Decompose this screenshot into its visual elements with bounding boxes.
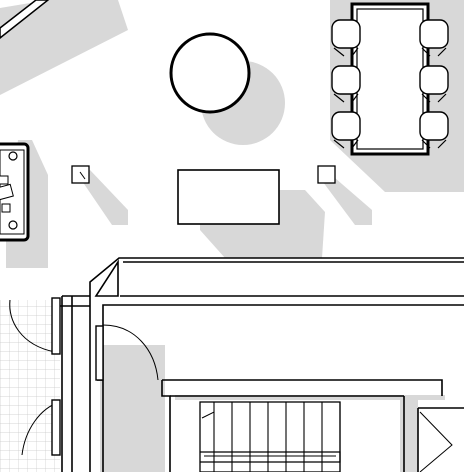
- shadow-topleft-band: [0, 0, 128, 95]
- door-leaf: [95, 325, 104, 381]
- building-walls: [60, 257, 464, 472]
- door-leaf: [51, 297, 61, 355]
- stove: [0, 142, 30, 242]
- column-marker: [317, 165, 336, 184]
- dining-chair: [331, 111, 361, 141]
- dining-chair: [419, 65, 449, 95]
- dining-chair: [419, 111, 449, 141]
- shadow-stair-side: [400, 400, 418, 472]
- column-marker-detail: [79, 171, 86, 180]
- door-swing: [102, 324, 159, 381]
- dining-chair: [331, 65, 361, 95]
- round-table: [169, 32, 251, 114]
- wall-right-box: [417, 407, 464, 472]
- tiled-floor: [0, 300, 60, 472]
- door-swings: [9, 299, 453, 472]
- wall-stair-left: [161, 380, 171, 472]
- door-swing: [9, 299, 56, 353]
- stove-burner: [8, 220, 18, 230]
- door-swing: [419, 411, 453, 472]
- wall-top-outer: [89, 257, 464, 472]
- wall-inner-frame: [102, 304, 464, 472]
- stair-arrow: [201, 411, 215, 424]
- dining-table: [350, 2, 430, 156]
- shadow-column-right: [320, 178, 372, 225]
- dining-chair: [419, 19, 449, 49]
- column-marker: [71, 165, 90, 184]
- coffee-table: [177, 169, 280, 225]
- stair-rail: [200, 451, 341, 463]
- shadow-column-left: [80, 170, 128, 225]
- shadow-corridor-lower: [100, 400, 160, 472]
- dining-set: [331, 2, 449, 156]
- roof-wedge: [94, 259, 119, 297]
- wall-stair-top: [162, 379, 443, 396]
- diagonal-wall: [0, 0, 50, 39]
- stove-burner: [8, 151, 18, 161]
- staircase: [199, 401, 341, 472]
- door-leaf: [51, 399, 61, 456]
- dining-chair: [331, 19, 361, 49]
